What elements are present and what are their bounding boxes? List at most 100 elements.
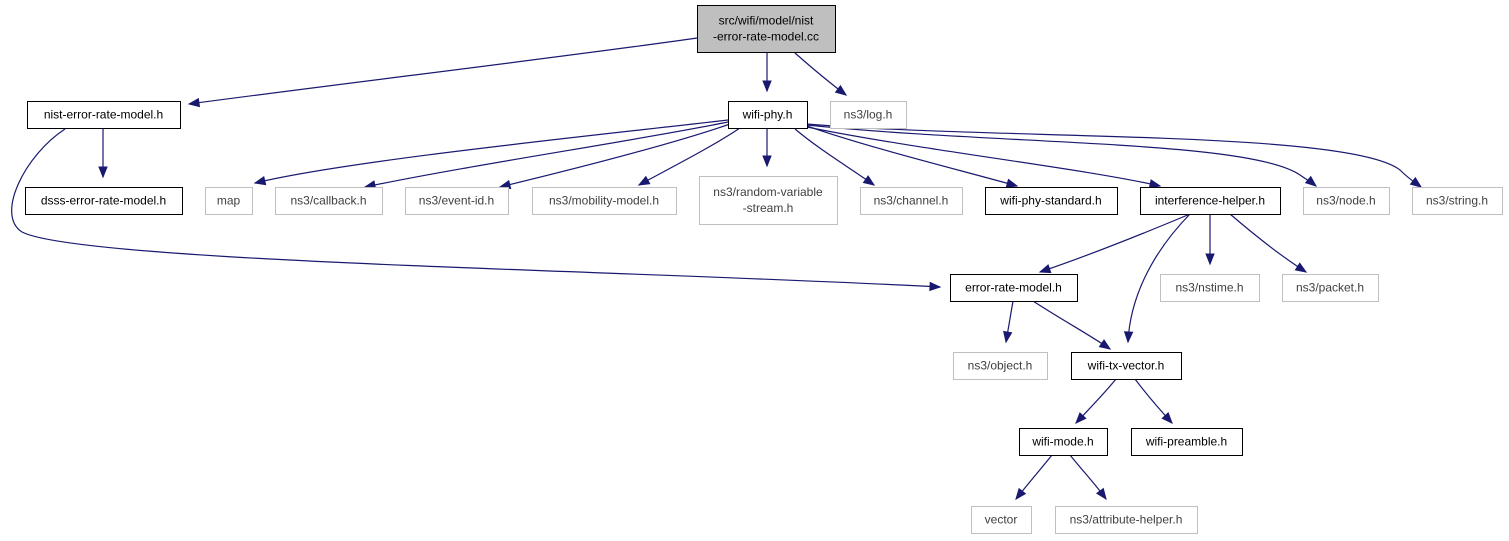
node-label: src/wifi/model/nist — [719, 14, 814, 28]
node-nstime-h: ns3/nstime.h — [1160, 274, 1260, 302]
edge-wifi_phy_h-to-node_h — [806, 124, 1318, 187]
node-callback-h: ns3/callback.h — [275, 187, 383, 215]
edge-arrowhead — [762, 80, 772, 93]
edge-wifi_phy_h-to-string_h — [806, 123, 1423, 188]
node-channel-h: ns3/channel.h — [860, 187, 963, 215]
node-node-h: ns3/node.h — [1303, 187, 1390, 215]
edge-arrowhead — [1123, 331, 1134, 344]
edge-arrowhead — [1148, 179, 1162, 189]
edge-line — [254, 119, 729, 184]
node-dsss-h[interactable]: dsss-error-rate-model.h — [25, 187, 183, 215]
edge-interf_h-to-packet_h — [1229, 213, 1308, 273]
edge-interf_h-to-erm_h — [1038, 213, 1191, 274]
node-label: ns3/event-id.h — [419, 194, 494, 208]
node-box — [1055, 506, 1198, 534]
node-label: ns3/string.h — [1426, 194, 1488, 208]
node-label: ns3/node.h — [1316, 194, 1375, 208]
node-box — [27, 101, 181, 129]
node-label: ns3/attribute-helper.h — [1070, 513, 1183, 527]
node-interf-h[interactable]: interference-helper.h — [1140, 187, 1281, 215]
node-box — [830, 101, 907, 129]
edge-arrowhead — [862, 175, 876, 186]
edge-arrowhead — [1161, 412, 1173, 424]
edge-nist_erm_h-to-erm_h — [11, 128, 942, 292]
node-box — [1071, 352, 1182, 380]
node-box — [971, 506, 1032, 534]
node-box — [728, 101, 808, 129]
node-nist-erm-h[interactable]: nist-error-rate-model.h — [27, 101, 181, 129]
edge-line — [1127, 213, 1191, 343]
edge-line — [1032, 300, 1111, 350]
node-box — [953, 352, 1048, 380]
node-map: map — [205, 187, 253, 215]
node-label: wifi-mode.h — [1031, 435, 1093, 449]
edge-line — [638, 127, 741, 186]
node-rvs-h: ns3/random-variable-stream.h — [699, 176, 838, 225]
node-attr-h: ns3/attribute-helper.h — [1055, 506, 1198, 534]
node-mobility-h: ns3/mobility-model.h — [532, 187, 677, 215]
node-eventid-h: ns3/event-id.h — [405, 187, 509, 215]
edge-line — [1229, 213, 1307, 273]
node-label: dsss-error-rate-model.h — [41, 194, 166, 208]
node-txvec-h[interactable]: wifi-tx-vector.h — [1071, 352, 1182, 380]
node-label: -stream.h — [743, 201, 794, 215]
node-std-h[interactable]: wifi-phy-standard.h — [985, 187, 1118, 215]
node-label: map — [217, 194, 241, 208]
node-box — [1131, 428, 1243, 456]
edge-arrowhead — [187, 97, 201, 108]
edge-wifi_phy_h-to-mobility_h — [637, 127, 741, 186]
node-label: ns3/callback.h — [290, 194, 366, 208]
edge-arrowhead — [1038, 264, 1052, 274]
node-box — [25, 187, 183, 215]
node-label: interference-helper.h — [1155, 194, 1265, 208]
edge-wifi_phy_h-to-eventid_h — [498, 123, 731, 190]
edges-layer — [11, 37, 1423, 501]
edge-line — [188, 37, 698, 105]
node-box — [532, 187, 677, 215]
node-label: wifi-phy-standard.h — [999, 194, 1101, 208]
edge-wifi_phy_h-to-channel_h — [794, 128, 876, 186]
node-box — [985, 187, 1118, 215]
node-box — [405, 187, 509, 215]
node-label: wifi-phy.h — [742, 108, 793, 122]
edge-arrowhead — [1294, 262, 1308, 273]
node-box — [1019, 428, 1108, 456]
edge-mode_h-to-attr_h — [1069, 454, 1107, 501]
edge-wifi_phy_h-to-map — [253, 119, 729, 186]
edge-erm_h-to-txvec_h — [1032, 300, 1112, 350]
edge-arrowhead — [1095, 487, 1107, 501]
node-object-h: ns3/object.h — [953, 352, 1048, 380]
edge-erm_h-to-object_h — [1003, 300, 1014, 344]
edge-arrowhead — [834, 84, 848, 96]
edge-line — [364, 121, 729, 188]
edge-txvec_h-to-preamble_h — [1134, 378, 1173, 424]
edge-line — [806, 126, 1161, 187]
node-box — [860, 187, 963, 215]
edge-line — [499, 123, 731, 188]
node-preamble-h[interactable]: wifi-preamble.h — [1131, 428, 1243, 456]
edge-arrowhead — [1205, 253, 1215, 266]
node-log-h: ns3/log.h — [830, 101, 907, 129]
node-string-h: ns3/string.h — [1412, 187, 1503, 215]
node-wifi-phy-h[interactable]: wifi-phy.h — [728, 101, 808, 129]
edge-mode_h-to-vector — [1015, 454, 1053, 501]
node-label: -error-rate-model.cc — [713, 30, 819, 44]
node-label: ns3/object.h — [968, 359, 1033, 373]
node-box — [1160, 274, 1260, 302]
edge-arrowhead — [1304, 175, 1318, 187]
node-erm-h[interactable]: error-rate-model.h — [950, 274, 1078, 302]
edge-txvec_h-to-mode_h — [1075, 378, 1117, 424]
node-label: nist-error-rate-model.h — [44, 108, 163, 122]
node-label: ns3/nstime.h — [1175, 281, 1243, 295]
node-root[interactable]: src/wifi/model/nist -error-rate-model.cc — [697, 5, 836, 53]
edge-arrowhead — [762, 155, 772, 168]
node-label: vector — [985, 513, 1018, 527]
edge-line — [806, 123, 1422, 188]
node-box — [699, 176, 838, 225]
node-mode-h[interactable]: wifi-mode.h — [1019, 428, 1108, 456]
node-box — [1140, 187, 1281, 215]
edge-arrowhead — [1075, 412, 1087, 424]
edge-wifi_phy_h-to-rvs_h — [762, 129, 772, 168]
edge-arrowhead — [1015, 487, 1027, 501]
edge-arrowhead — [253, 175, 267, 186]
